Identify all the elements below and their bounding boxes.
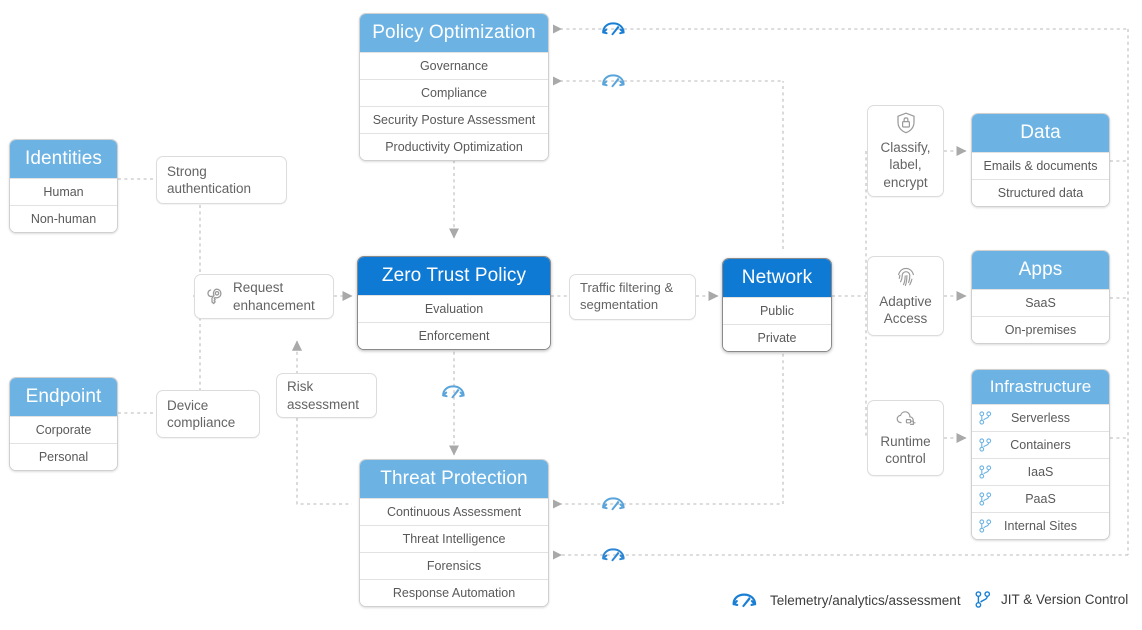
card-threat-protection[interactable]: Threat Protection Continuous Assessment … xyxy=(359,459,549,607)
card-title-data: Data xyxy=(972,114,1109,152)
row-compliance[interactable]: Compliance xyxy=(360,79,548,106)
row-evaluation[interactable]: Evaluation xyxy=(358,295,550,322)
pill-label-traffic-filtering-line1: Traffic filtering & xyxy=(580,280,674,296)
pill-traffic-filtering[interactable]: Traffic filtering & segmentation xyxy=(569,274,696,320)
card-policy-optimization[interactable]: Policy Optimization Governance Complianc… xyxy=(359,13,549,161)
pill-label-risk-assessment-line1: Risk xyxy=(287,379,314,395)
row-corporate[interactable]: Corporate xyxy=(10,416,117,443)
wire-risk-threat xyxy=(296,418,352,505)
card-endpoint[interactable]: Endpoint Corporate Personal xyxy=(9,377,118,471)
row-containers[interactable]: Containers xyxy=(972,431,1109,458)
pill-label-strong-authentication-line2: authentication xyxy=(167,181,252,196)
card-title-network: Network xyxy=(723,259,831,297)
row-structured-data[interactable]: Structured data xyxy=(972,179,1109,206)
pill-label-request-enhancement-line2: enhancement xyxy=(233,297,315,313)
pill-label-strong-authentication-line1: Strong xyxy=(167,163,207,179)
row-personal[interactable]: Personal xyxy=(10,443,117,470)
pill-request-enhancement[interactable]: Request enhancement xyxy=(194,274,334,319)
row-paas[interactable]: PaaS xyxy=(972,485,1109,512)
wire-network-down-threat xyxy=(560,341,784,505)
pill-device-compliance[interactable]: Device compliance xyxy=(156,390,260,438)
legend-telemetry: Telemetry/analytics/assessment xyxy=(730,590,961,611)
pill-risk-assessment[interactable]: Risk assessment xyxy=(276,373,377,418)
telemetry-icon-ztp-threat xyxy=(440,382,468,402)
row-internal-sites[interactable]: Internal Sites xyxy=(972,512,1109,539)
legend-jit: JIT & Version Control xyxy=(975,590,1128,609)
card-title-identities: Identities xyxy=(10,140,117,178)
card-title-policy-optimization: Policy Optimization xyxy=(360,14,548,52)
card-infrastructure[interactable]: Infrastructure Serverless Containers xyxy=(971,369,1110,540)
key-icon xyxy=(207,288,222,304)
row-saas[interactable]: SaaS xyxy=(972,289,1109,316)
card-title-apps: Apps xyxy=(972,251,1109,289)
legend-label-jit: JIT & Version Control xyxy=(1001,592,1129,607)
pill-label-classify-line1: Classify, xyxy=(880,140,931,156)
row-label-serverless: Serverless xyxy=(1010,411,1071,425)
branch-icon xyxy=(979,465,992,479)
pill-label-risk-assessment-line2: assessment xyxy=(287,396,360,412)
pill-strong-authentication[interactable]: Strong authentication xyxy=(156,156,287,204)
row-on-premises[interactable]: On-premises xyxy=(972,316,1109,343)
row-productivity-optimization[interactable]: Productivity Optimization xyxy=(360,133,548,160)
pill-text-request-enhancement: Request enhancement xyxy=(233,279,315,314)
card-title-infrastructure: Infrastructure xyxy=(972,370,1109,404)
pill-label-classify-line3: encrypt xyxy=(883,174,928,190)
card-network[interactable]: Network Public Private xyxy=(722,258,832,352)
row-label-containers: Containers xyxy=(1010,438,1071,452)
row-label-paas: PaaS xyxy=(1025,492,1056,506)
row-public[interactable]: Public xyxy=(723,297,831,324)
branch-icon xyxy=(979,492,992,506)
telemetry-icon-policy-compliance xyxy=(600,71,628,91)
row-human[interactable]: Human xyxy=(10,178,117,205)
row-serverless[interactable]: Serverless xyxy=(972,404,1109,431)
pill-label-runtime-control-line2: control xyxy=(885,451,926,466)
row-continuous-assessment[interactable]: Continuous Assessment xyxy=(360,498,548,525)
cloud-runtime-icon xyxy=(896,410,916,425)
telemetry-icon-policy-governance xyxy=(600,19,628,39)
branch-icon xyxy=(975,591,991,608)
pill-label-classify-line2: label, xyxy=(889,157,922,173)
wire-arrowheads xyxy=(553,24,562,560)
shield-lock-icon xyxy=(896,112,915,134)
row-emails-documents[interactable]: Emails & documents xyxy=(972,152,1109,179)
row-label-internal-sites: Internal Sites xyxy=(1004,519,1077,533)
pill-label-adaptive-access-line1: Adaptive xyxy=(879,293,932,309)
telemetry-icon-threat-forensics xyxy=(600,545,628,565)
card-title-threat-protection: Threat Protection xyxy=(360,460,548,498)
pill-label-device-compliance-line1: Device xyxy=(167,397,209,413)
row-private[interactable]: Private xyxy=(723,324,831,351)
row-non-human[interactable]: Non-human xyxy=(10,205,117,232)
fingerprint-icon xyxy=(897,267,914,286)
pill-adaptive-access[interactable]: Adaptive Access xyxy=(867,256,944,336)
pill-classify-label-encrypt[interactable]: Classify, label, encrypt xyxy=(867,105,944,197)
pill-label-adaptive-access-line2: Access xyxy=(883,311,928,326)
pill-label-runtime-control-line1: Runtime xyxy=(880,433,931,449)
row-iaas[interactable]: IaaS xyxy=(972,458,1109,485)
pill-runtime-control[interactable]: Runtime control xyxy=(867,400,944,476)
card-title-zero-trust-policy: Zero Trust Policy xyxy=(358,257,550,295)
legend-label-telemetry: Telemetry/analytics/assessment xyxy=(770,593,961,608)
row-security-posture-assessment[interactable]: Security Posture Assessment xyxy=(360,106,548,133)
row-enforcement[interactable]: Enforcement xyxy=(358,322,550,349)
row-response-automation[interactable]: Response Automation xyxy=(360,579,548,606)
card-data[interactable]: Data Emails & documents Structured data xyxy=(971,113,1110,207)
telemetry-icon-threat-continuous xyxy=(600,494,628,514)
gauge-icon xyxy=(732,593,757,608)
pill-label-device-compliance-line2: compliance xyxy=(167,415,236,430)
branch-icon xyxy=(979,438,992,452)
card-apps[interactable]: Apps SaaS On-premises xyxy=(971,250,1110,344)
card-zero-trust-policy[interactable]: Zero Trust Policy Evaluation Enforcement xyxy=(357,256,551,350)
row-threat-intelligence[interactable]: Threat Intelligence xyxy=(360,525,548,552)
row-label-iaas: IaaS xyxy=(1027,465,1054,479)
card-title-endpoint: Endpoint xyxy=(10,378,117,416)
branch-icon xyxy=(979,411,992,425)
card-identities[interactable]: Identities Human Non-human xyxy=(9,139,118,233)
pill-label-traffic-filtering-line2: segmentation xyxy=(580,297,659,312)
branch-icon xyxy=(979,519,992,533)
pill-label-request-enhancement-line1: Request xyxy=(233,280,284,296)
row-governance[interactable]: Governance xyxy=(360,52,548,79)
row-forensics[interactable]: Forensics xyxy=(360,552,548,579)
